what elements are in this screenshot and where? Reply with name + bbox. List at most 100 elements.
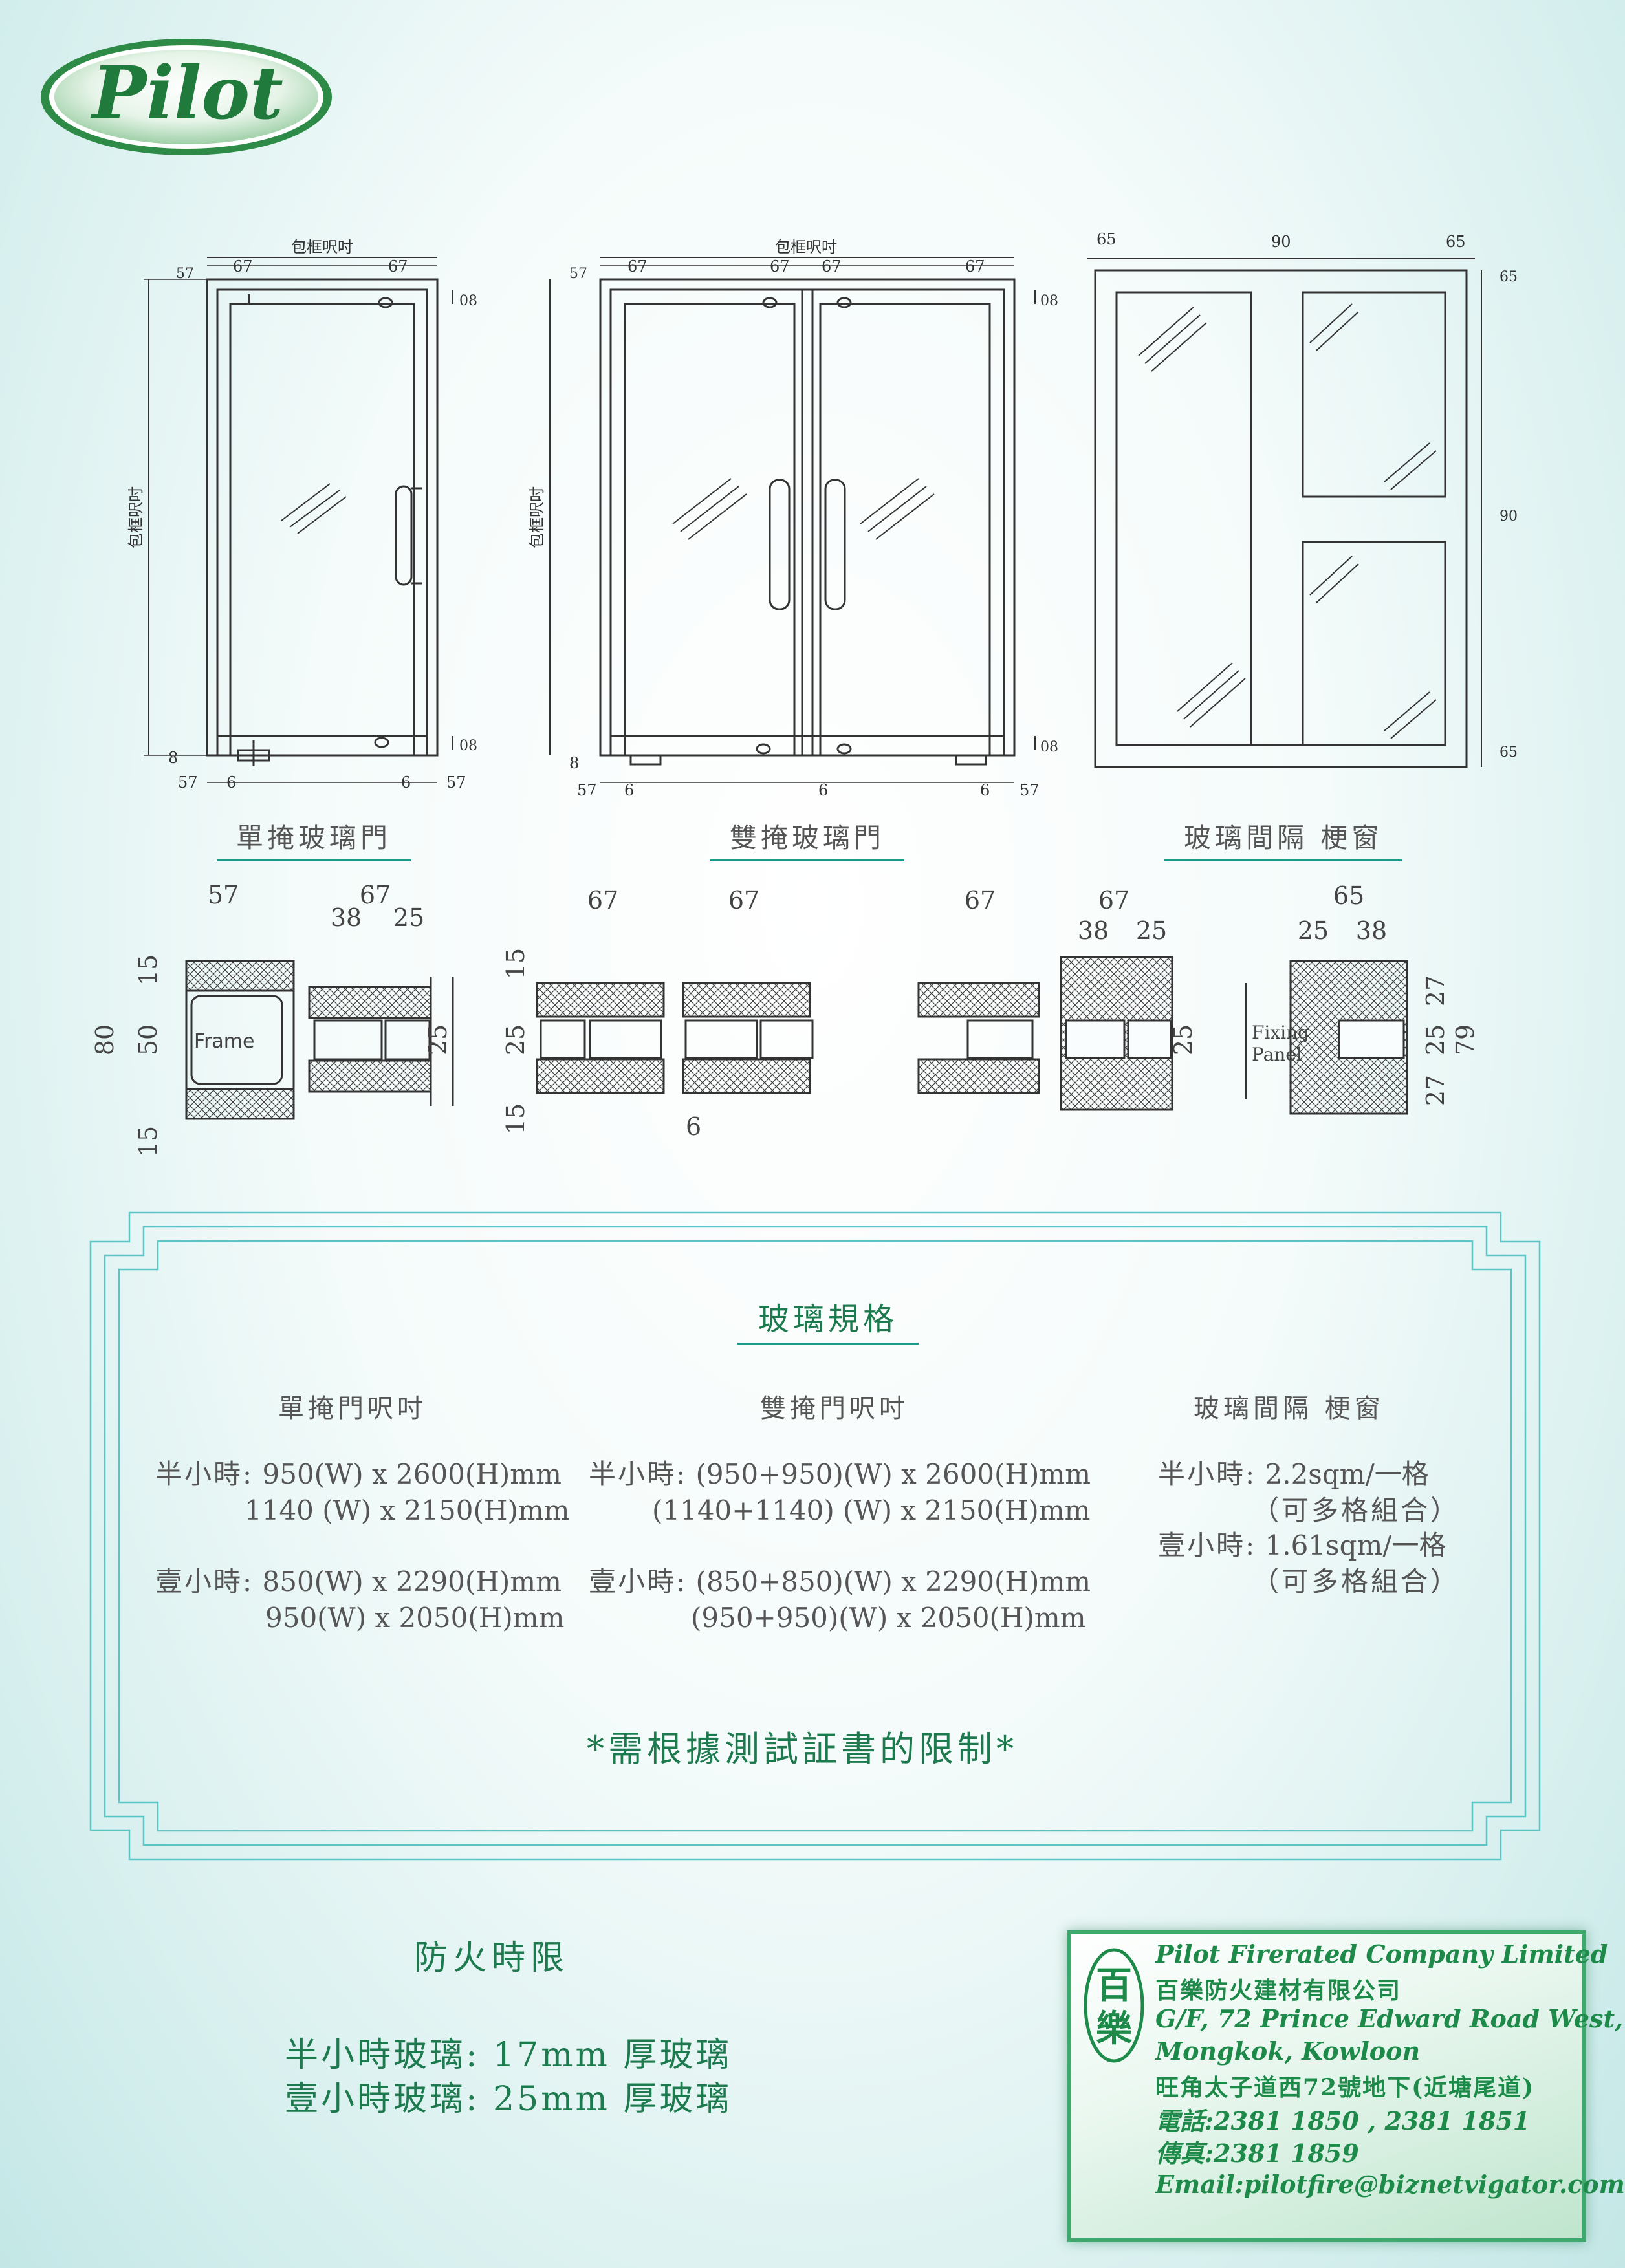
fire-half-hour: 半小時玻璃: 17mm 厚玻璃	[285, 2036, 732, 2075]
col3-one-value-2: （可多格組合）	[1252, 1566, 1461, 1597]
col1-half-label: 半小時:	[155, 1458, 254, 1490]
col1-half-line1: 半小時: 950(W) x 2600(H)mm	[155, 1456, 562, 1493]
svg-text:57: 57	[178, 773, 198, 792]
svg-text:6: 6	[226, 773, 236, 792]
svg-text:67: 67	[770, 257, 790, 275]
col2-one-label: 壹小時:	[589, 1566, 688, 1597]
svg-text:15: 15	[501, 948, 530, 979]
col3-one-line1: 壹小時: 1.61sqm/一格	[1158, 1528, 1446, 1564]
svg-text:38: 38	[331, 903, 362, 932]
svg-text:67: 67	[822, 257, 842, 275]
col2-half-label: 半小時:	[589, 1458, 688, 1490]
col2-one-line1: 壹小時: (850+850)(W) x 2290(H)mm	[589, 1564, 1091, 1600]
svg-text:65: 65	[1333, 881, 1364, 910]
col2-header: 雙掩門呎吋	[760, 1394, 909, 1423]
svg-text:27: 27	[1421, 1075, 1450, 1106]
col1-one-value-2: 950(W) x 2050(H)mm	[265, 1602, 565, 1634]
col2-half-line1: 半小時: (950+950)(W) x 2600(H)mm	[589, 1456, 1091, 1493]
section-details	[185, 956, 1408, 1120]
svg-text:57: 57	[208, 881, 239, 909]
svg-text:67: 67	[1098, 886, 1129, 914]
svg-text:57: 57	[577, 781, 597, 799]
col3-half-value-1: 2.2sqm/一格	[1265, 1458, 1429, 1490]
svg-text:包框呎吋: 包框呎吋	[291, 238, 353, 256]
svg-text:6: 6	[401, 773, 411, 792]
svg-text:25: 25	[1136, 916, 1167, 945]
svg-text:6: 6	[980, 781, 990, 799]
col2-one-value-2: (950+950)(W) x 2050(H)mm	[691, 1602, 1086, 1634]
col1-half-value-1: 950(W) x 2600(H)mm	[262, 1458, 562, 1490]
contact-card: 百 樂 Pilot Firerated Company Limited 百樂防火…	[1067, 1930, 1625, 2242]
svg-text:08: 08	[1040, 739, 1058, 755]
address-line-2: Mongkok, Kowloon	[1155, 2036, 1421, 2066]
svg-text:包框呎吋: 包框呎吋	[127, 486, 145, 548]
svg-text:6: 6	[686, 1112, 701, 1141]
logo-text: Pilot	[90, 51, 283, 136]
fire-one-hour: 壹小時玻璃: 25mm 厚玻璃	[285, 2080, 732, 2119]
svg-text:15: 15	[134, 955, 162, 986]
svg-text:38: 38	[1078, 916, 1109, 945]
col1-header: 單掩門呎吋	[278, 1394, 427, 1423]
company-name-cn: 百樂防火建材有限公司	[1155, 1977, 1402, 2004]
col2-half-value-1: (950+950)(W) x 2600(H)mm	[695, 1458, 1091, 1490]
col2-half-value-2: (1140+1140) (W) x 2150(H)mm	[652, 1495, 1091, 1526]
svg-text:80: 80	[91, 1024, 119, 1055]
svg-text:65: 65	[1096, 230, 1117, 248]
double-door-title: 雙掩玻璃門	[710, 816, 905, 861]
address-cn: 旺角太子道西72號地下(近塘尾道)	[1155, 2074, 1535, 2101]
col2-one-value-1: (850+850)(W) x 2290(H)mm	[695, 1566, 1091, 1597]
svg-text:Frame: Frame	[194, 1030, 254, 1053]
svg-text:百: 百	[1096, 1964, 1132, 2007]
fire-rating-title: 防火時限	[413, 1939, 569, 1978]
svg-text:57: 57	[176, 266, 194, 282]
svg-text:25: 25	[1169, 1024, 1197, 1055]
col3-half-line1: 半小時: 2.2sqm/一格	[1158, 1456, 1429, 1493]
svg-text:57: 57	[446, 773, 466, 792]
partition-elevation	[1087, 258, 1482, 768]
svg-text:90: 90	[1271, 233, 1291, 251]
single-door-title: 單掩玻璃門	[217, 816, 411, 861]
company-seal: 百 樂	[1084, 1948, 1144, 2063]
email[interactable]: Email:pilotfire@biznetvigator.com	[1155, 2170, 1625, 2199]
col3-header: 玻璃間隔 梗窗	[1194, 1394, 1384, 1423]
svg-text:67: 67	[587, 886, 618, 914]
col3-half-label: 半小時:	[1158, 1458, 1257, 1490]
svg-text:包框呎吋: 包框呎吋	[528, 486, 546, 548]
svg-text:57: 57	[1020, 781, 1040, 799]
double-door-elevation	[549, 257, 1036, 783]
pilot-logo: Pilot	[41, 39, 332, 155]
technical-drawings: 包框呎吋 67 67 08 08 57 6 6 57 8 57 包框呎吋 包框呎吋	[91, 230, 1518, 1157]
svg-text:67: 67	[233, 257, 253, 275]
single-door-elevation	[144, 257, 453, 783]
svg-text:25: 25	[1298, 916, 1329, 945]
partition-title: 玻璃間隔 梗窗	[1164, 816, 1402, 861]
svg-text:79: 79	[1451, 1024, 1479, 1055]
svg-text:67: 67	[965, 886, 996, 914]
svg-text:包框呎吋: 包框呎吋	[775, 238, 837, 256]
col3-one-value-1: 1.61sqm/一格	[1265, 1529, 1446, 1561]
svg-text:25: 25	[424, 1024, 452, 1055]
col3-half-value-2: （可多格組合）	[1252, 1495, 1461, 1526]
spec-frame	[89, 1211, 1541, 1861]
svg-text:6: 6	[624, 781, 634, 799]
svg-text:8: 8	[569, 754, 579, 772]
svg-text:6: 6	[818, 781, 828, 799]
col1-one-label: 壹小時:	[155, 1566, 254, 1597]
svg-text:50: 50	[134, 1024, 162, 1055]
svg-text:67: 67	[965, 257, 985, 275]
telephone: 電話:2381 1850 , 2381 1851	[1155, 2106, 1531, 2135]
address-line-1: G/F, 72 Prince Edward Road West,	[1155, 2004, 1624, 2033]
svg-text:65: 65	[1446, 233, 1466, 251]
svg-text:08: 08	[459, 738, 477, 754]
svg-text:樂: 樂	[1096, 2007, 1133, 2050]
svg-text:25: 25	[501, 1024, 530, 1055]
svg-text:67: 67	[388, 257, 408, 275]
svg-text:65: 65	[1500, 269, 1518, 285]
svg-text:15: 15	[134, 1126, 162, 1157]
svg-text:27: 27	[1421, 975, 1450, 1006]
col3-one-label: 壹小時:	[1158, 1529, 1257, 1561]
certificate-note: *需根據測試証書的限制*	[587, 1729, 1018, 1769]
company-name-en: Pilot Firerated Company Limited	[1155, 1939, 1608, 1969]
svg-text:65: 65	[1500, 744, 1518, 761]
svg-text:38: 38	[1356, 916, 1387, 945]
